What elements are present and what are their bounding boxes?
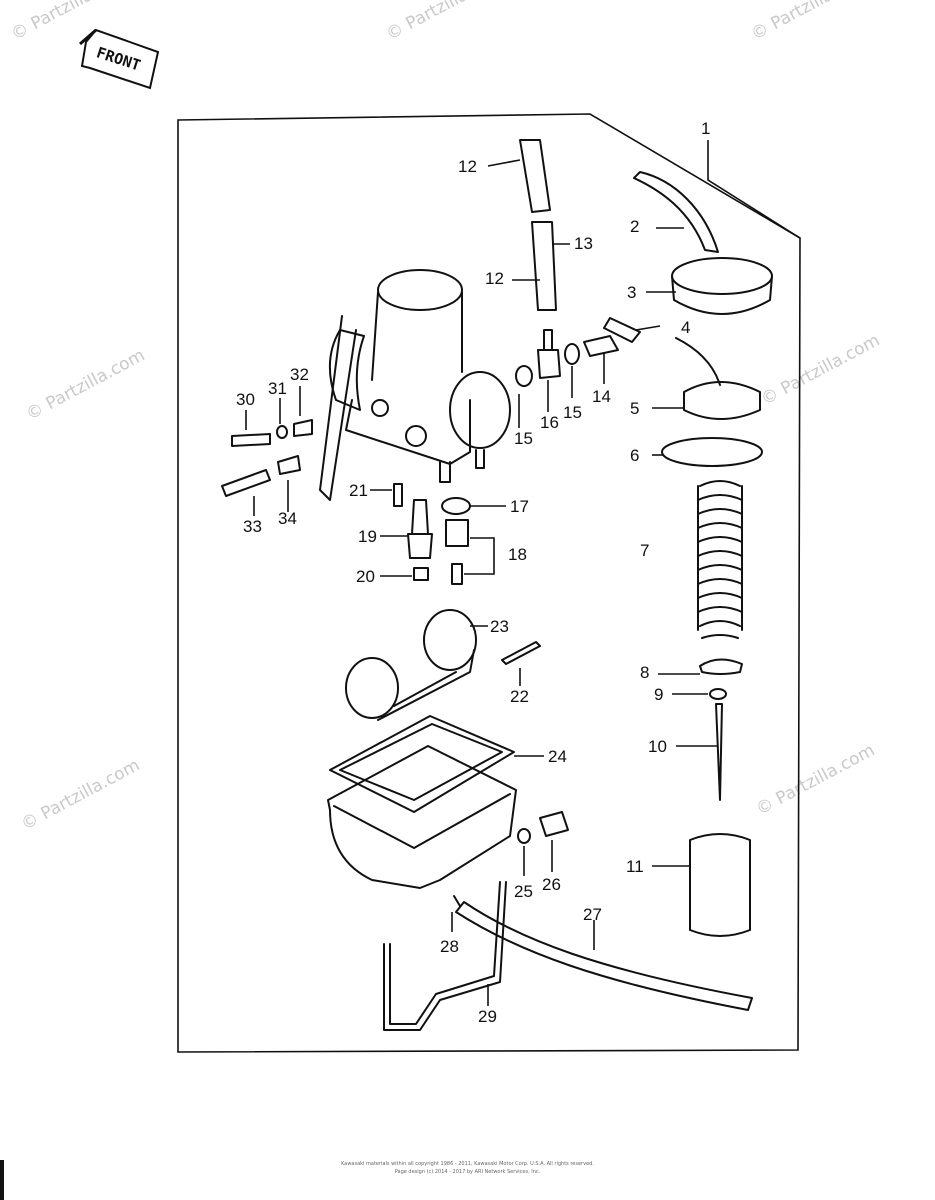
copyright-line: Page design (c) 2014 - 2017 by ARI Netwo… [394, 1169, 541, 1175]
float-bowl [327, 745, 517, 889]
callout-11: 11 [626, 857, 644, 876]
leader-1 [707, 140, 801, 239]
throttle-spring [697, 480, 743, 639]
callout-30: 30 [236, 390, 255, 409]
vent-hose-upper [519, 139, 551, 213]
edge-bar [0, 1160, 4, 1200]
cable-adjuster [603, 317, 641, 343]
callout-13: 13 [574, 234, 593, 253]
front-arrow-icon [79, 28, 160, 90]
bowl-gasket [329, 715, 515, 813]
callout-10: 10 [648, 737, 667, 756]
callout-32: 32 [290, 365, 309, 384]
callout-3: 3 [627, 283, 637, 302]
drain-plug [539, 811, 569, 837]
pilot-jet [393, 483, 403, 507]
throttle-slide [689, 833, 751, 937]
float-valve [445, 519, 469, 585]
callout-26: 26 [542, 875, 561, 894]
callout-14: 14 [592, 387, 611, 406]
float-pin [501, 641, 541, 665]
callout-4: 4 [681, 318, 691, 337]
callout-9: 9 [654, 685, 664, 704]
callout-2: 2 [630, 217, 640, 236]
callout-33: 33 [243, 517, 262, 536]
cap-gasket [661, 437, 763, 467]
top-cap [671, 257, 773, 295]
idle-screw [221, 469, 271, 497]
main-jet [413, 567, 429, 581]
copyright-line: Kawasaki materials within all copyright … [341, 1161, 594, 1167]
callout-12b: 12 [485, 269, 504, 288]
callout-25: 25 [514, 882, 533, 901]
throttle-cap [683, 381, 761, 420]
callout-15b: 15 [563, 403, 582, 422]
callout-20: 20 [356, 567, 375, 586]
callout-31: 31 [268, 379, 287, 398]
callout-8: 8 [640, 663, 650, 682]
washer [515, 365, 533, 387]
callout-34: 34 [278, 509, 297, 528]
vent-hose-lower [531, 221, 557, 311]
callout-1: 1 [701, 119, 711, 138]
callout-18: 18 [508, 545, 527, 564]
diagram-frame [177, 113, 801, 1053]
jet-needle [715, 703, 723, 801]
overflow-tube [455, 901, 753, 1011]
callout-23: 23 [490, 617, 509, 636]
callout-19: 19 [358, 527, 377, 546]
carburetor-body [319, 269, 511, 501]
callout-24: 24 [548, 747, 567, 766]
pilot-screw [231, 433, 271, 447]
callout-6: 6 [630, 446, 640, 465]
callout-17: 17 [510, 497, 529, 516]
drain-tube [383, 881, 507, 1031]
vent-tube [633, 171, 719, 253]
callout-7: 7 [640, 541, 650, 560]
callout-16: 16 [540, 413, 559, 432]
callout-12: 12 [458, 157, 477, 176]
banjo-fitting [537, 329, 561, 379]
callout-5: 5 [630, 399, 640, 418]
callout-22: 22 [510, 687, 529, 706]
callout-15: 15 [514, 429, 533, 448]
callout-27: 27 [583, 905, 602, 924]
callout-28: 28 [440, 937, 459, 956]
callout-21: 21 [349, 481, 368, 500]
needle-clip [699, 658, 743, 675]
float [345, 657, 399, 719]
callout-29: 29 [478, 1007, 497, 1026]
banjo-bolt [583, 335, 619, 357]
needle-jet [407, 499, 433, 559]
